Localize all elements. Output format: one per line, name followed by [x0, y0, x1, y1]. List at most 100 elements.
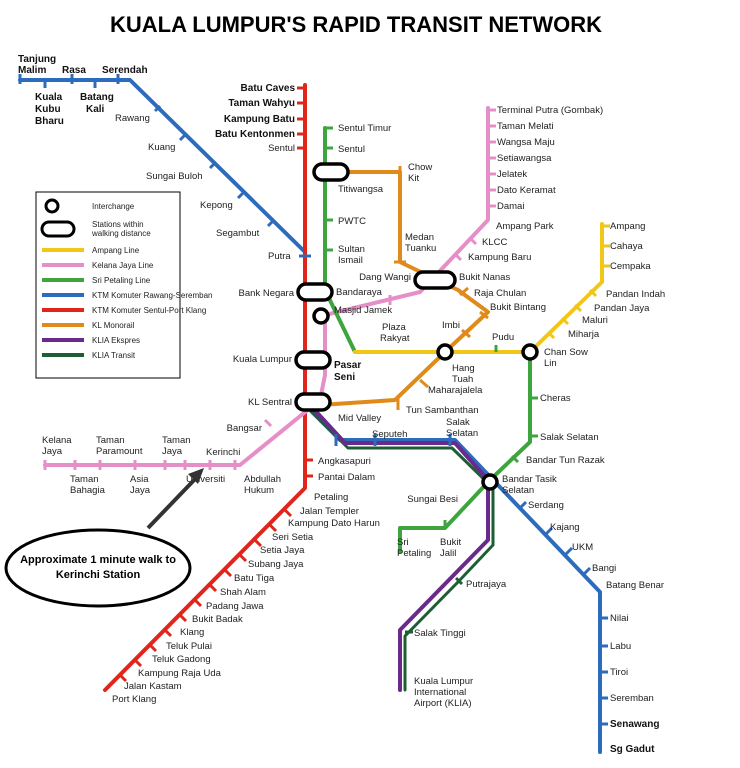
- station-sentul-sp: Sentul: [338, 144, 365, 155]
- station-pantai-dalam: Pantai Dalam: [318, 472, 375, 483]
- station-dato-keramat: Dato Keramat: [497, 185, 556, 196]
- station-bukit-badak: Bukit Badak: [192, 614, 243, 625]
- arrow-icon: [188, 468, 204, 484]
- station-teluk-gadong: Teluk Gadong: [152, 654, 211, 665]
- station-taman-wahyu: Taman Wahyu: [228, 98, 295, 109]
- station-kampung-batu: Kampung Batu: [224, 114, 295, 125]
- legend-line-label: KL Monorail: [92, 321, 135, 330]
- interchanges: [294, 162, 539, 491]
- map-title: KUALA LUMPUR'S RAPID TRANSIT NETWORK: [110, 12, 602, 37]
- legend-line-label: KLIA Transit: [92, 351, 136, 360]
- station-kerinchi: Kerinchi: [206, 447, 240, 458]
- legend-line-label: KTM Komuter Rawang-Seremban: [92, 291, 213, 300]
- station-bandaraya: Bandaraya: [336, 287, 383, 298]
- station-nilai: Nilai: [610, 613, 628, 624]
- line-sri-petaling: [323, 126, 532, 554]
- station-teluk-pulai: Teluk Pulai: [166, 641, 212, 652]
- callout-arrow-shaft: [146, 474, 200, 530]
- station-universiti: Universiti: [186, 474, 225, 485]
- station-kuala-lumpur: Kuala Lumpur: [233, 354, 292, 365]
- station-angkasapuri: Angkasapuri: [318, 456, 371, 467]
- station-maluri: Maluri: [582, 315, 608, 326]
- station-ticks: [18, 74, 610, 726]
- station-raja-chulan: Raja Chulan: [474, 288, 526, 299]
- station-miharja: Miharja: [568, 329, 600, 340]
- station-masjid-jamek: Masjid Jamek: [334, 305, 392, 316]
- station-seputeh: Seputeh: [372, 429, 407, 440]
- legend-line-label: KLIA Ekspres: [92, 336, 140, 345]
- station-setia-jaya: Setia Jaya: [260, 545, 305, 556]
- station-padang-jawa: Padang Jawa: [206, 601, 264, 612]
- station-cheras: Cheras: [540, 393, 571, 404]
- interchange-titiwangsa: [312, 162, 350, 182]
- legend-walking-symbol: [40, 220, 76, 238]
- station-pwtc: PWTC: [338, 216, 366, 227]
- station-taman-melati: Taman Melati: [497, 121, 554, 132]
- station-pandan-indah: Pandan Indah: [606, 289, 665, 300]
- station-sungai-besi: Sungai Besi: [407, 494, 458, 505]
- legend-interchange-symbol: [44, 198, 60, 214]
- station-terminal-putra: Terminal Putra (Gombak): [497, 105, 603, 116]
- station-port-klang: Port Klang: [112, 694, 156, 705]
- interchange-kl-sentral: [294, 392, 332, 412]
- station-bangsar: Bangsar: [227, 423, 262, 434]
- legend-line-label: Sri Petaling Line: [92, 276, 151, 285]
- station-seremban: Seremban: [610, 693, 654, 704]
- interchange-kl-pasar-seni: [294, 350, 332, 370]
- station-damai: Damai: [497, 201, 524, 212]
- station-kepong: Kepong: [200, 200, 233, 211]
- station-sentul-timur: Sentul Timur: [338, 123, 391, 134]
- station-serdang: Serdang: [528, 500, 564, 511]
- station-wangsa-maju: Wangsa Maju: [497, 137, 555, 148]
- legend-line-label: KTM Komuter Sentul-Port Klang: [92, 306, 206, 315]
- station-kuang: Kuang: [148, 142, 175, 153]
- station-sentul: Sentul: [268, 143, 295, 154]
- station-klang: Klang: [180, 627, 204, 638]
- station-bukit-nanas: Bukit Nanas: [459, 272, 510, 283]
- line-ktm-rawang-seremban: [18, 78, 602, 754]
- station-senawang: Senawang: [610, 719, 659, 730]
- station-maharajalela: Maharajalela: [428, 385, 483, 396]
- station-kajang: Kajang: [550, 522, 580, 533]
- station-imbi: Imbi: [442, 320, 460, 331]
- legend-interchange-label: Interchange: [92, 202, 135, 211]
- station-pudu: Pudu: [492, 332, 514, 343]
- station-sungai-buloh: Sungai Buloh: [146, 171, 203, 182]
- interchange-bandaraya-bank-negara: [296, 282, 334, 302]
- line-klia-transit: [308, 408, 495, 692]
- station-batu-caves: Batu Caves: [241, 83, 296, 94]
- legend-line-label: Ampang Line: [92, 246, 140, 255]
- station-putrajaya: Putrajaya: [466, 579, 507, 590]
- station-klcc: KLCC: [482, 237, 507, 248]
- station-seri-setia: Seri Setia: [272, 532, 314, 543]
- station-mid-valley: Mid Valley: [338, 413, 381, 424]
- station-jelatek: Jelatek: [497, 169, 527, 180]
- station-dang-wangi: Dang Wangi: [359, 272, 411, 283]
- station-jalan-kastam: Jalan Kastam: [124, 681, 182, 692]
- station-titiwangsa: Titiwangsa: [338, 184, 384, 195]
- station-petaling: Petaling: [314, 492, 348, 503]
- station-sg-gadut: Sg Gadut: [610, 744, 655, 755]
- station-cempaka: Cempaka: [610, 261, 651, 272]
- station-rawang: Rawang: [115, 113, 150, 124]
- station-bangi: Bangi: [592, 563, 616, 574]
